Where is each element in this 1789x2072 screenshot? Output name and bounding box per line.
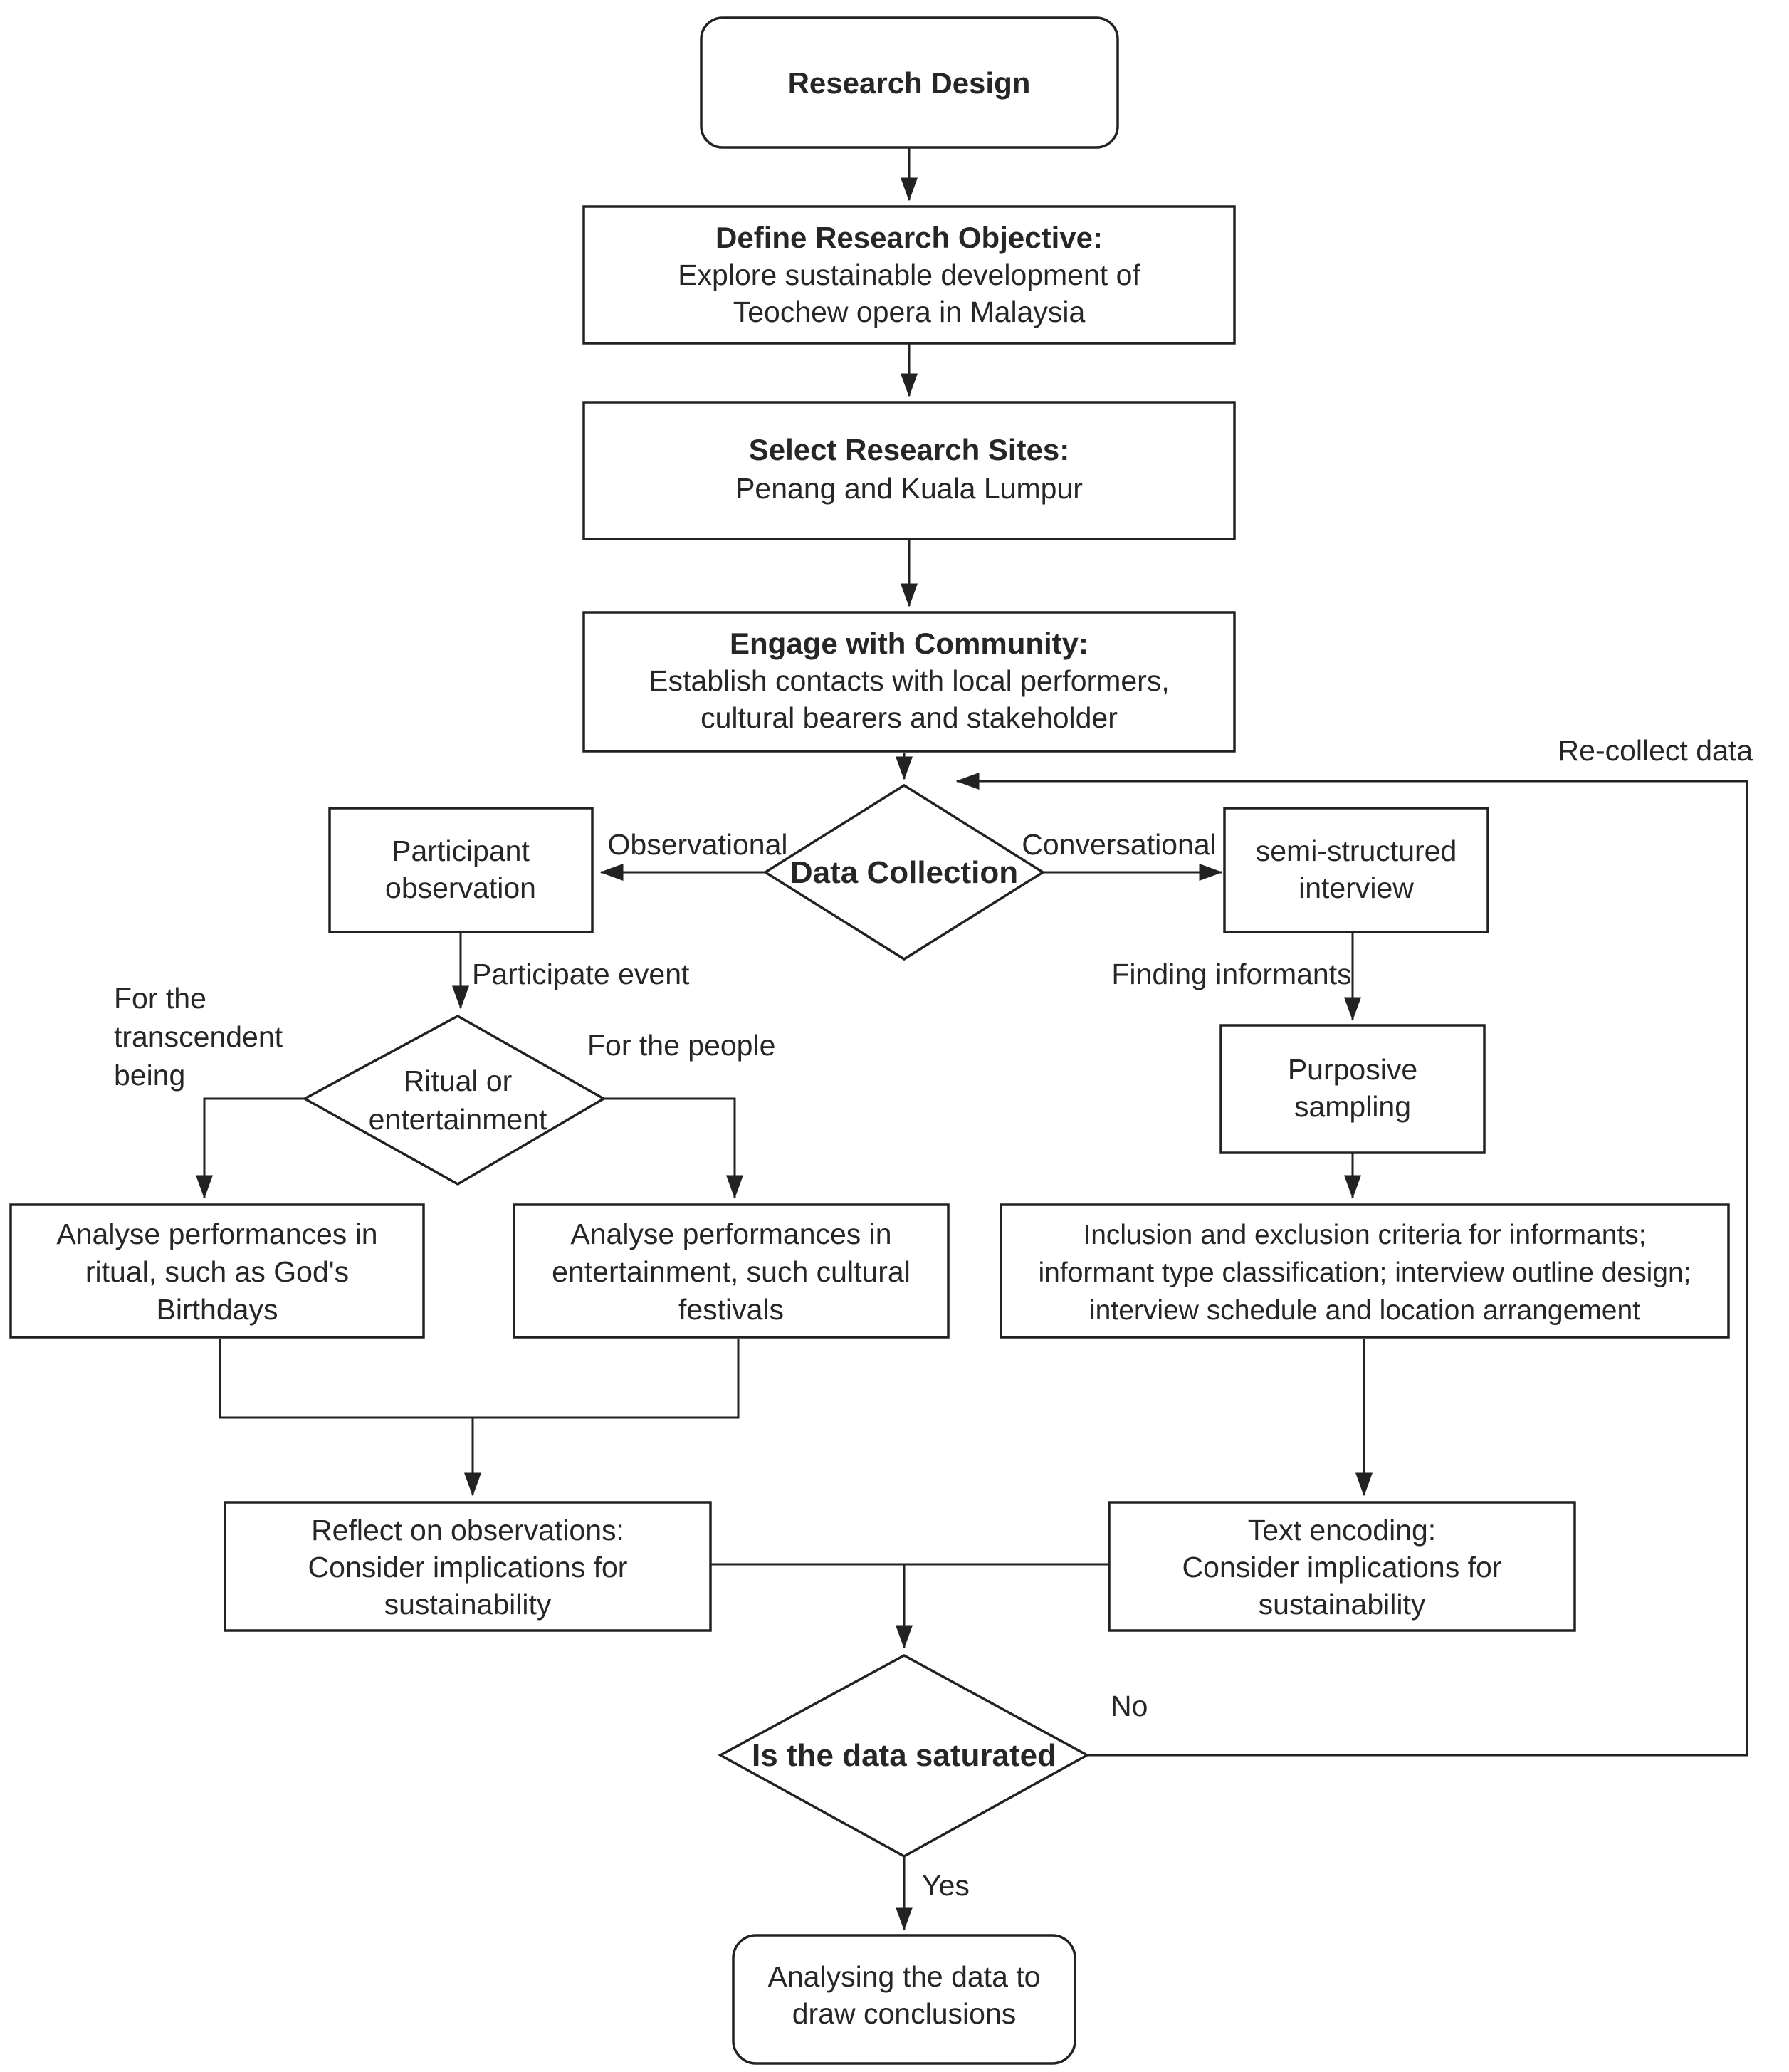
label-for-transcendent-line2: transcendent [114, 1020, 283, 1053]
analyse-ritual-line1: Analyse performances in [56, 1218, 377, 1250]
analysing-conclusions-line2: draw conclusions [792, 1997, 1017, 2030]
informant-criteria-line3: interview schedule and location arrangem… [1089, 1295, 1640, 1326]
data-collection-label: Data Collection [790, 855, 1018, 890]
define-objective-title: Define Research Objective: [715, 221, 1103, 254]
define-objective-line2: Teochew opera in Malaysia [733, 295, 1086, 328]
research-design-node [700, 16, 1119, 149]
text-encoding-line3: sustainability [1259, 1588, 1426, 1621]
analyse-entertainment-line2: entertainment, such cultural [552, 1255, 911, 1288]
engage-community-line1: Establish contacts with local performers… [649, 664, 1169, 697]
edge-no-feedback [955, 773, 1748, 1757]
label-participate-event: Participate event [472, 958, 690, 990]
label-for-transcendent-line3: being [114, 1059, 185, 1092]
text-encoding-node [1108, 1501, 1576, 1632]
data-saturated-decision [718, 1654, 1090, 1858]
label-for-people: For the people [587, 1029, 775, 1062]
informant-criteria-node [1000, 1203, 1730, 1339]
edge-ritual-to-analyse-ritual [196, 1097, 305, 1199]
reflect-observations-line3: sustainability [384, 1588, 552, 1621]
participant-observation-line2: observation [385, 872, 536, 904]
research-design-label: Research Design [788, 66, 1031, 100]
edges [196, 147, 1748, 1931]
engage-community-node [582, 611, 1236, 753]
semi-structured-interview-node [1223, 807, 1489, 933]
ritual-entertainment-line2: entertainment [369, 1103, 547, 1136]
label-observational: Observational [608, 828, 788, 861]
purposive-sampling-node [1219, 1024, 1486, 1154]
label-no: No [1111, 1690, 1148, 1722]
data-collection-decision [762, 783, 1046, 961]
label-yes: Yes [922, 1869, 970, 1902]
label-for-transcendent-line1: For the [114, 982, 206, 1015]
define-objective-line1: Explore sustainable development of [678, 258, 1140, 291]
reflect-observations-line2: Consider implications for [308, 1551, 628, 1584]
text-encoding-line2: Consider implications for [1182, 1551, 1502, 1584]
edge-analyse-merge [219, 1339, 740, 1419]
data-saturated-label: Is the data saturated [752, 1738, 1056, 1773]
reflect-observations-node [224, 1501, 712, 1632]
engage-community-title: Engage with Community: [730, 627, 1088, 660]
participant-observation-line1: Participant [392, 834, 530, 867]
label-conversational: Conversational [1022, 828, 1217, 861]
semi-structured-interview-line2: interview [1299, 872, 1414, 904]
informant-criteria-line2: informant type classification; interview… [1039, 1257, 1691, 1288]
informant-criteria-line1: Inclusion and exclusion criteria for inf… [1083, 1220, 1646, 1250]
ritual-entertainment-line1: Ritual or [404, 1064, 513, 1097]
engage-community-line2: cultural bearers and stakeholder [701, 701, 1118, 734]
analyse-ritual-line3: Birthdays [157, 1293, 278, 1326]
participant-observation-node [328, 807, 594, 933]
purposive-sampling-line1: Purposive [1288, 1053, 1417, 1086]
label-finding-informants: Finding informants [1111, 958, 1351, 990]
analyse-entertainment-line3: festivals [678, 1293, 784, 1326]
analysing-conclusions-node [732, 1934, 1076, 2065]
select-sites-node [582, 401, 1236, 540]
edge-labels: Observational Conversational Re-collect … [114, 734, 1753, 1902]
ritual-entertainment-decision [302, 1015, 607, 1186]
edge-ritual-to-analyse-entertainment [604, 1097, 743, 1199]
text-encoding-line1: Text encoding: [1248, 1514, 1436, 1547]
analyse-entertainment-node [513, 1203, 950, 1339]
semi-structured-interview-line1: semi-structured [1256, 834, 1457, 867]
analysing-conclusions-line1: Analysing the data to [768, 1960, 1041, 1993]
analyse-ritual-node [9, 1203, 425, 1339]
define-objective-node [582, 205, 1236, 345]
analyse-entertainment-line1: Analyse performances in [570, 1218, 891, 1250]
analyse-ritual-line2: ritual, such as God's [85, 1255, 349, 1288]
purposive-sampling-line2: sampling [1294, 1090, 1411, 1123]
select-sites-line1: Penang and Kuala Lumpur [735, 472, 1083, 505]
select-sites-title: Select Research Sites: [749, 433, 1070, 466]
reflect-observations-line1: Reflect on observations: [311, 1514, 624, 1547]
nodes: Research Design Define Research Objectiv… [9, 16, 1730, 2065]
label-recollect-data: Re-collect data [1558, 734, 1753, 767]
